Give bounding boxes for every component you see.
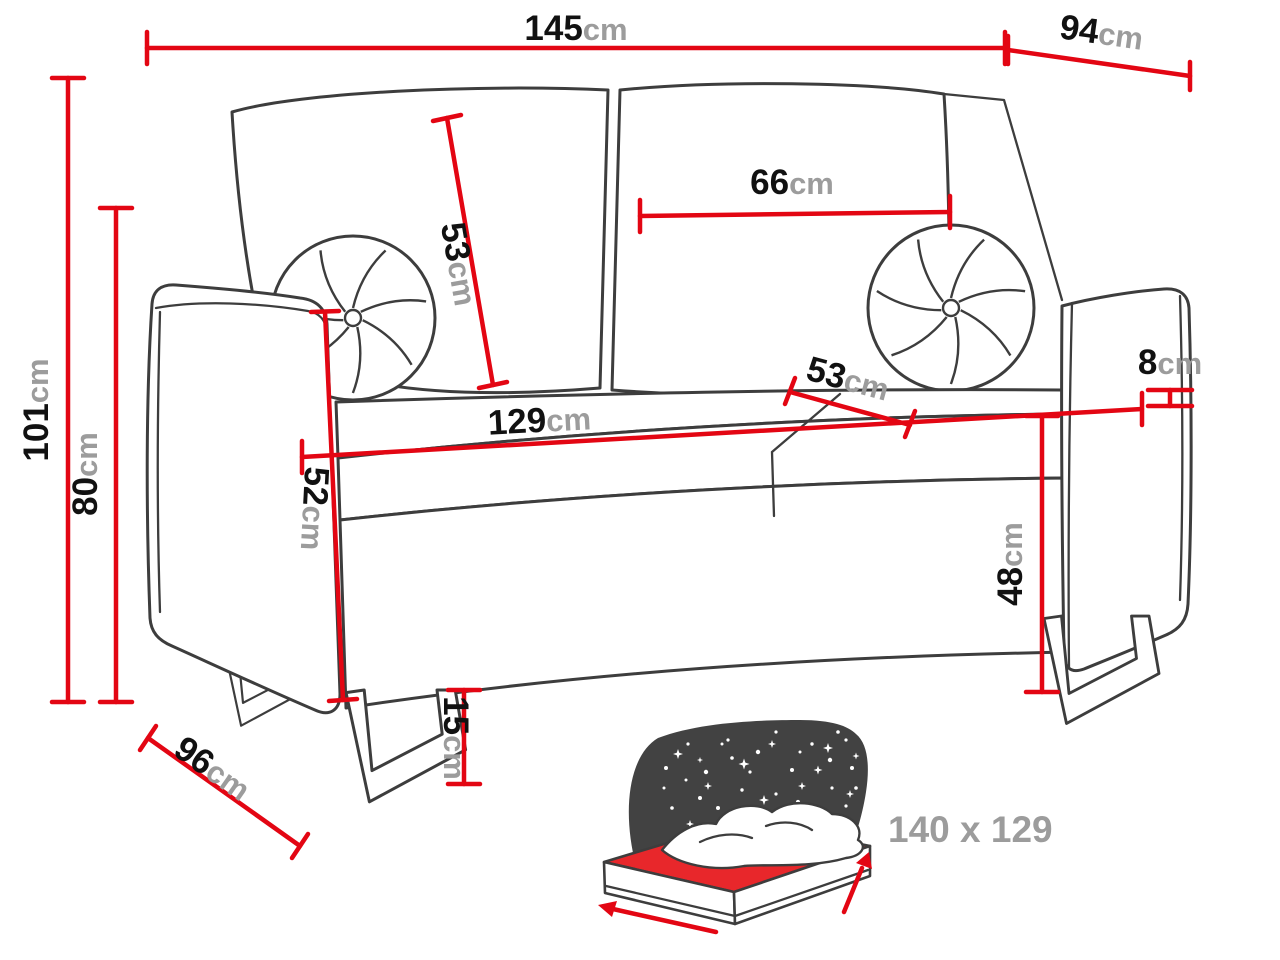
dimension-labels: 145cm 94cm 101cm 80cm 53cm 66cm 53cm 129… — [17, 7, 1202, 809]
mattress-border-seam — [604, 868, 870, 918]
label-base-depth: 96cm — [167, 729, 258, 809]
dimension-seat-height — [1023, 413, 1061, 695]
dimension-overall-height — [49, 75, 87, 705]
sofa-back-corner — [942, 92, 1064, 302]
dimension-overall-width — [144, 29, 1008, 67]
dimension-armrest-top — [1145, 387, 1195, 409]
dimension-seat-width — [299, 390, 1145, 476]
dimension-lines — [49, 29, 1195, 861]
label-leg-height: 15cm — [436, 696, 475, 780]
sofa-leg — [344, 688, 468, 804]
sofa-leg — [1042, 614, 1161, 725]
label-armrest-height: 52cm — [293, 466, 336, 552]
dimension-leg-height — [445, 687, 483, 787]
label-overall-width: 145cm — [524, 9, 627, 48]
label-back-cushion-width: 66cm — [750, 163, 834, 202]
label-seat-width: 129cm — [487, 398, 592, 442]
dimension-back-cushion-height — [430, 112, 510, 391]
dimension-armrest-height — [308, 308, 360, 704]
label-seat-height: 48cm — [991, 522, 1030, 606]
sleeping-depth-arrow — [841, 852, 872, 915]
duvet-shape — [660, 801, 865, 870]
sleeping-area-size: 140 x 129 — [888, 809, 1053, 850]
base-front — [338, 476, 1076, 710]
label-overall-height: 101cm — [17, 358, 56, 461]
armrest-left — [145, 283, 342, 715]
label-backrest-height: 80cm — [66, 432, 105, 516]
dimension-overall-depth — [1005, 33, 1193, 93]
sleeping-width-arrow — [598, 901, 719, 935]
armrest-right — [1060, 287, 1193, 673]
round-pillow-right — [866, 223, 1036, 393]
label-overall-depth: 94cm — [1057, 7, 1145, 57]
dimension-base-depth — [137, 723, 311, 861]
round-pillow-right-swirl — [876, 238, 1026, 385]
dimension-back-cushion-width — [637, 193, 953, 235]
dimension-backrest-height — [97, 205, 135, 705]
sleeping-area-icon: 140 x 129 — [598, 720, 1053, 935]
duvet-fold-lines — [698, 821, 814, 844]
label-back-cushion-height: 53cm — [433, 219, 486, 308]
label-armrest-top: 8cm — [1138, 343, 1202, 382]
